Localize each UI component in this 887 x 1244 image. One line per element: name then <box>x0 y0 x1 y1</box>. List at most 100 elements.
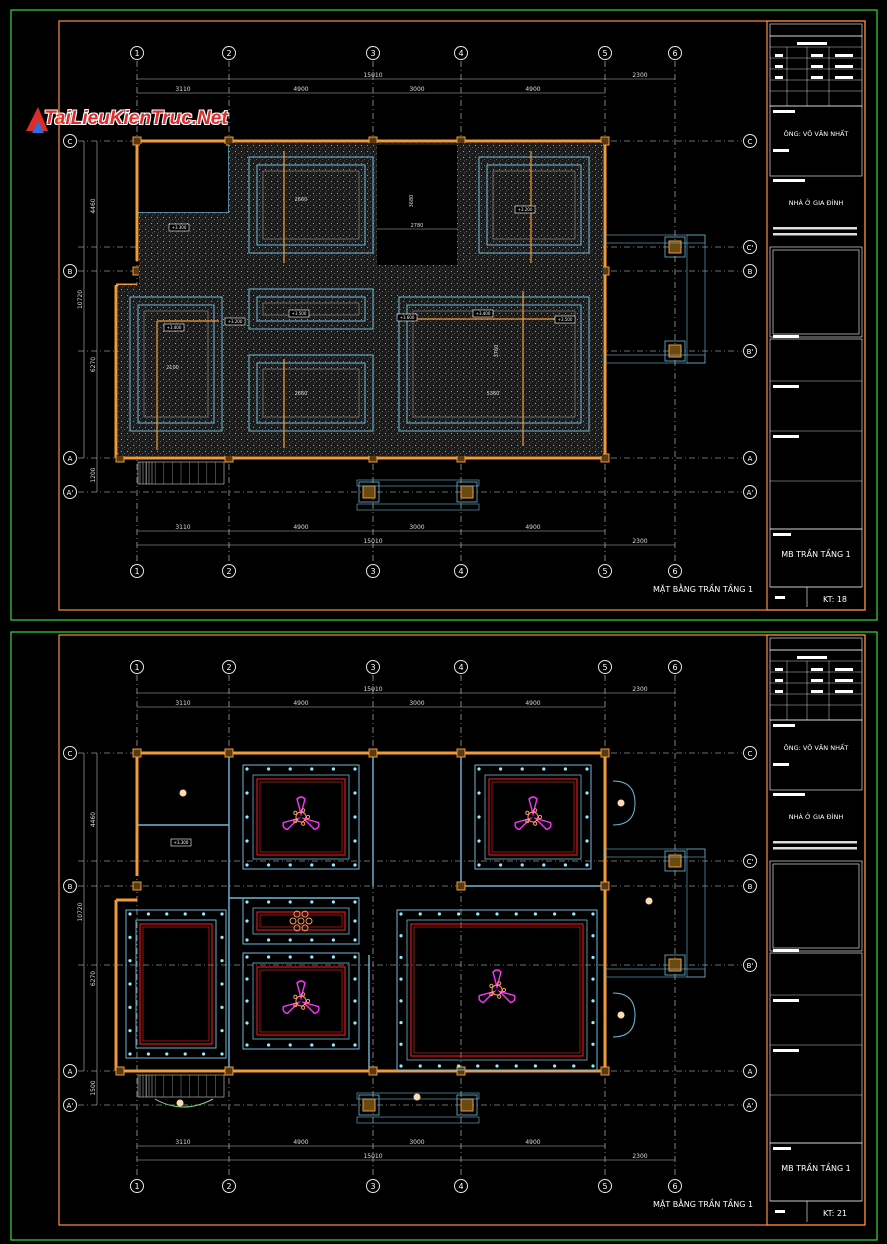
axis-bubble <box>743 1098 757 1112</box>
downlight <box>245 1021 249 1025</box>
downlight <box>128 1005 132 1009</box>
downlight <box>353 767 357 771</box>
downlight <box>245 791 249 795</box>
axis-label: 2 <box>226 663 231 672</box>
downlight <box>499 767 503 771</box>
downlight <box>245 999 249 1003</box>
project-text: NHÀ Ở GIA ĐÌNH <box>789 197 844 207</box>
axis-bubble <box>366 46 380 60</box>
fan-lamp <box>301 808 306 813</box>
fan-blade <box>497 990 516 1004</box>
dim-text: 3000 <box>409 700 424 707</box>
downlight <box>202 1052 206 1056</box>
ceiling-tray <box>474 764 592 870</box>
pendant-light <box>645 897 653 905</box>
porch-column-outline <box>456 1094 478 1116</box>
led-strip-inner <box>259 781 343 853</box>
downlight <box>418 912 422 916</box>
title-block-frame <box>766 20 866 611</box>
axis-label: A <box>68 1068 73 1076</box>
dim-text: 15010 <box>363 686 382 693</box>
axis-bubble <box>743 1064 757 1078</box>
wall-light <box>617 1011 625 1019</box>
axis-bubble <box>63 451 77 465</box>
downlight <box>353 839 357 843</box>
downlight <box>353 955 357 959</box>
inner-frame <box>58 634 866 1226</box>
downlight <box>591 1020 595 1025</box>
fan-lamp <box>489 983 494 988</box>
column <box>132 748 142 758</box>
bay-window <box>612 780 636 826</box>
dim-text: 15010 <box>363 538 382 545</box>
fan-lamp <box>305 998 311 1004</box>
porch-beam <box>604 354 706 364</box>
downlight <box>477 791 481 795</box>
tb-label-bar <box>773 110 795 113</box>
column <box>224 1066 234 1076</box>
downlight <box>591 999 595 1003</box>
tb-label-bar <box>773 533 791 536</box>
tb-label-bar <box>775 54 783 57</box>
axis-label: 4 <box>458 663 463 672</box>
axis-label: A' <box>67 489 74 497</box>
downlight <box>183 912 187 916</box>
axis-label: B <box>748 883 753 891</box>
downlight <box>399 955 403 960</box>
downlight <box>331 955 335 959</box>
axis-label: C <box>68 138 73 146</box>
ceiling-tray-inner <box>252 962 350 1040</box>
logo-icon <box>26 107 48 133</box>
column <box>600 881 610 891</box>
ceiling-fan-icon <box>478 969 516 1004</box>
axis-label: A <box>748 455 753 463</box>
tb-logo-inner <box>772 249 860 335</box>
drawing-name-text: MB TRẦN TẦNG 1 <box>781 1161 851 1173</box>
downlight <box>128 982 132 986</box>
downlight <box>353 815 357 819</box>
axis-label: 1 <box>134 1182 139 1191</box>
axis-label: C <box>748 750 753 758</box>
column <box>600 136 610 146</box>
fan-lamp <box>301 992 306 997</box>
porch-column-outline <box>664 236 686 258</box>
fan-blade <box>528 796 538 817</box>
chandelier-lamp <box>301 910 309 918</box>
axis-bubble <box>598 46 612 60</box>
porch-column-outline <box>358 481 380 503</box>
fan-blade <box>533 817 552 831</box>
axis-bubble <box>668 564 682 578</box>
downlight <box>310 863 314 867</box>
downlight <box>245 839 249 843</box>
downlight <box>585 767 589 771</box>
tb-label-bar <box>773 724 795 727</box>
pendant-light <box>413 1093 421 1101</box>
downlight <box>331 863 335 867</box>
axis-label: B <box>748 268 753 276</box>
ceiling-tray-core <box>262 170 360 240</box>
column <box>456 881 466 891</box>
tb-header <box>769 637 863 651</box>
downlight <box>288 863 292 867</box>
dim-text: 4900 <box>525 1139 540 1146</box>
level-tag-text: +3.600 <box>400 315 415 320</box>
downlight <box>591 934 595 938</box>
axis-bubble <box>63 485 77 499</box>
downlight <box>245 938 249 942</box>
tb-label-bar <box>775 1210 785 1213</box>
ceiling-tray-inner <box>252 907 350 935</box>
axis-bubble <box>668 1179 682 1193</box>
downlight <box>245 900 249 904</box>
outer-frame <box>10 9 878 621</box>
downlight <box>146 912 150 916</box>
downlight <box>288 900 292 904</box>
downlight <box>542 767 546 771</box>
fan-blade <box>296 980 306 1001</box>
tb-label-bar <box>773 793 805 796</box>
downlight <box>267 900 271 904</box>
ceiling-tray <box>242 897 360 945</box>
downlight <box>437 1064 441 1068</box>
porch-beam <box>356 1116 480 1124</box>
fan-blade <box>514 817 533 831</box>
level-tag-text: +3.500 <box>292 311 307 316</box>
